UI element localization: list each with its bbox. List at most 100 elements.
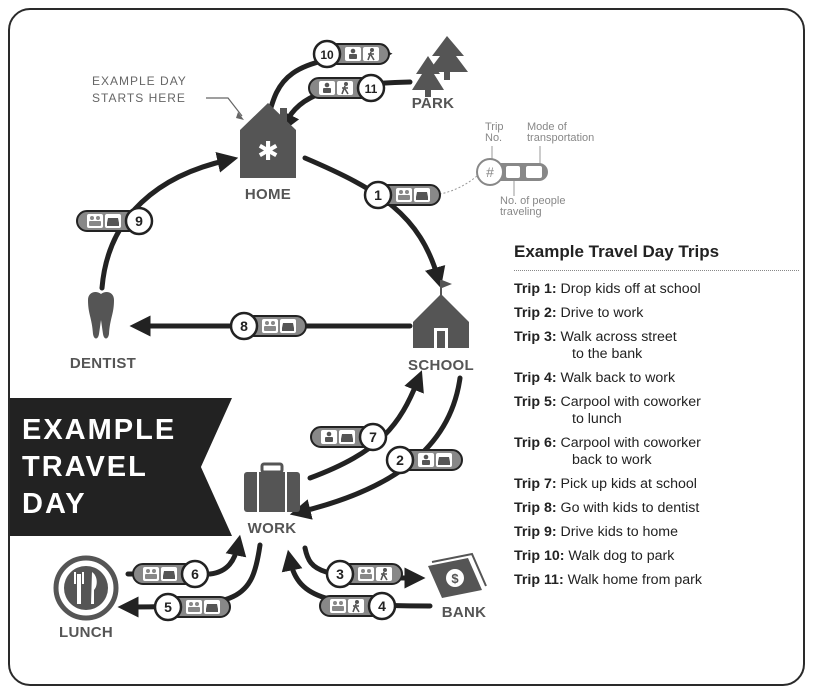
- legend-trip-label: Trip 2:: [514, 305, 557, 321]
- home-label: HOME: [245, 186, 291, 203]
- trip-number: 7: [369, 429, 377, 445]
- plate-utensils-icon: [53, 555, 119, 621]
- legend-title: Example Travel Day Trips: [514, 242, 799, 271]
- park-label: PARK: [412, 95, 455, 112]
- trip-number: 5: [164, 599, 172, 615]
- legend-trip-label: Trip 7:: [514, 476, 557, 492]
- trip-number: 9: [135, 213, 143, 229]
- trip-legend: Example Travel Day Trips Trip 1: Drop ki…: [514, 242, 799, 596]
- trip-badge-3: 3: [325, 559, 403, 589]
- banner-line-3: DAY: [22, 488, 87, 520]
- walking-person-icon: [376, 567, 392, 581]
- trip-number: 1: [374, 187, 382, 203]
- legend-trip-7: Trip 7: Pick up kids at school: [514, 476, 799, 493]
- key-mode-1: Mode of: [527, 121, 568, 133]
- legend-trip-label: Trip 6:: [514, 435, 557, 451]
- park-trees-icon: [412, 36, 468, 97]
- key-trip-no-2: No.: [485, 132, 502, 144]
- person-icon: [319, 81, 335, 95]
- people-icon: [262, 319, 278, 333]
- people-icon: [396, 188, 412, 202]
- bank-label: BANK: [442, 604, 487, 621]
- key-people-2: traveling: [500, 206, 542, 218]
- legend-trip-label: Trip 1:: [514, 281, 557, 297]
- person-icon: [418, 453, 434, 467]
- legend-trip-text: Drive kids to home: [560, 524, 679, 540]
- trip-number: 8: [240, 318, 248, 334]
- legend-trip-text-cont: back to work: [572, 452, 652, 468]
- legend-trip-label: Trip 8:: [514, 500, 557, 516]
- people-icon: [330, 599, 346, 613]
- start-pointer: [206, 97, 243, 117]
- trip-badge-5: 5: [153, 592, 231, 622]
- trip-number: 6: [191, 566, 199, 582]
- walking-person-icon: [363, 47, 379, 61]
- legend-trip-10: Trip 10: Walk dog to park: [514, 548, 799, 565]
- key-people-1: No. of people: [500, 195, 565, 207]
- people-icon: [143, 567, 159, 581]
- trip-badge-8: 8: [229, 311, 307, 341]
- legend-trip-label: Trip 4:: [514, 370, 557, 386]
- trip-badge-10: 10: [312, 39, 390, 69]
- legend-trip-text: Drop kids off at school: [560, 281, 701, 297]
- trip-badge-6: 6: [132, 559, 210, 589]
- car-icon: [339, 430, 355, 444]
- school-icon: [413, 280, 469, 348]
- start-note-line2: STARTS HERE: [92, 91, 186, 105]
- trip-number: 4: [378, 598, 386, 614]
- legend-trip-label: Trip 5:: [514, 394, 557, 410]
- trip-badge-11: 11: [308, 73, 386, 103]
- car-icon: [436, 453, 452, 467]
- legend-trip-label: Trip 3:: [514, 329, 557, 345]
- car-icon: [280, 319, 296, 333]
- trip-badge-9: 9: [76, 206, 154, 236]
- person-icon: [345, 47, 361, 61]
- walking-person-icon: [348, 599, 364, 613]
- briefcase-icon: [244, 462, 300, 512]
- svg-text:$: $: [451, 571, 459, 586]
- legend-trip-text: Walk dog to park: [568, 548, 675, 564]
- start-note-line1: EXAMPLE DAY: [92, 74, 187, 88]
- legend-trip-4: Trip 4: Walk back to work: [514, 370, 799, 387]
- legend-trip-text: Carpool with coworker: [560, 435, 701, 451]
- money-icon: $: [428, 552, 487, 598]
- legend-trip-text: Walk home from park: [567, 572, 702, 588]
- legend-trip-text-cont: to lunch: [572, 411, 622, 427]
- car-icon: [161, 567, 177, 581]
- banner-line-1: EXAMPLE: [22, 414, 177, 446]
- work-label: WORK: [248, 520, 297, 537]
- people-icon: [87, 214, 103, 228]
- person-icon: [321, 430, 337, 444]
- trip-badge-2: 2: [385, 445, 463, 475]
- legend-trip-text: Walk back to work: [560, 370, 676, 386]
- home-icon: ✱: [240, 103, 296, 178]
- legend-trip-label: Trip 11:: [514, 572, 564, 588]
- tooth-icon: [88, 292, 114, 339]
- trip-badge-7: 7: [310, 422, 388, 452]
- legend-trip-8: Trip 8: Go with kids to dentist: [514, 500, 799, 517]
- trip-number: 2: [396, 452, 404, 468]
- banner-line-2: TRAVEL: [22, 451, 148, 483]
- trip-number: 11: [365, 82, 378, 96]
- trip-number: 3: [336, 566, 344, 582]
- title-banner: [10, 398, 232, 536]
- legend-trip-2: Trip 2: Drive to work: [514, 305, 799, 322]
- key-trip-no-1: Trip: [485, 121, 504, 133]
- legend-trip-label: Trip 9:: [514, 524, 557, 540]
- svg-text:✱: ✱: [257, 137, 279, 167]
- walking-person-icon: [337, 81, 353, 95]
- legend-trip-label: Trip 10:: [514, 548, 565, 564]
- car-icon: [414, 188, 430, 202]
- legend-trip-text: Pick up kids at school: [560, 476, 697, 492]
- lunch-label: LUNCH: [59, 624, 113, 641]
- school-label: SCHOOL: [408, 357, 474, 374]
- legend-trip-text-cont: to the bank: [572, 346, 643, 362]
- legend-trip-11: Trip 11: Walk home from park: [514, 572, 799, 589]
- legend-trip-text: Walk across street: [560, 329, 677, 345]
- dentist-label: DENTIST: [70, 355, 136, 372]
- people-icon: [186, 600, 202, 614]
